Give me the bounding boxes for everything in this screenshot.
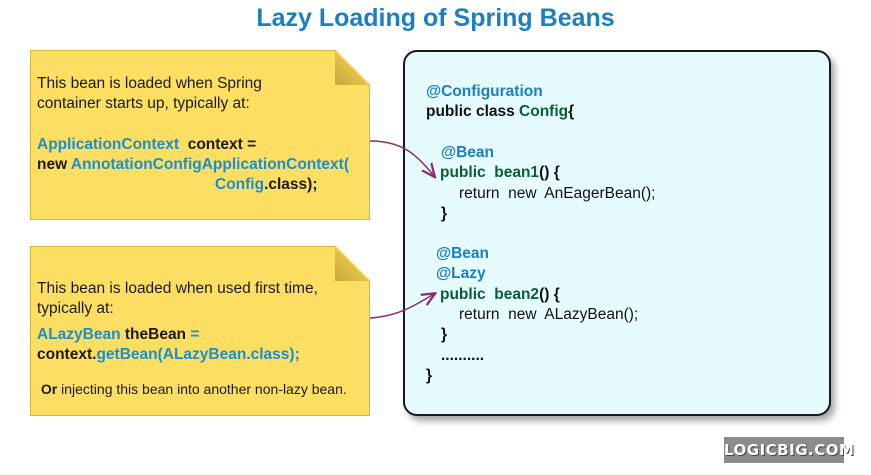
note2-code-arg: ALazyBean	[162, 346, 247, 363]
bean1-annotation: @Bean	[441, 144, 495, 161]
note2-code-arg-suffix: .class);	[246, 346, 300, 363]
note1-code-new: new	[37, 156, 68, 173]
eager-arrow	[369, 140, 434, 176]
class-decl-prefix: public class	[426, 103, 520, 120]
class-name: Config	[519, 103, 569, 120]
note1-intro-line1: This bean is loaded when Spring	[37, 75, 262, 92]
lazy-annotation: @Lazy	[436, 265, 486, 282]
note1-code-var: context =	[187, 136, 257, 153]
note2-footer: Or injecting this bean into another non-…	[37, 379, 347, 399]
bean2-signature: public bean2() {	[440, 285, 560, 305]
note2-code-eq: =	[190, 326, 200, 343]
class-close-brace: }	[426, 367, 433, 384]
bean2-body: return new ALazyBean();	[459, 306, 639, 323]
bean2-annotation: @Bean	[436, 245, 490, 262]
class-open-brace: {	[568, 103, 575, 120]
bean2-sig-kw: public bean2	[440, 286, 540, 303]
bean2-close-brace: }	[441, 326, 448, 343]
note2-footer-rest: injecting this bean into another non-laz…	[57, 381, 347, 397]
bean1-close-brace: }	[441, 205, 448, 222]
note2-intro-line2: typically at:	[37, 300, 114, 317]
bean1-signature: public bean1() {	[440, 163, 560, 183]
page-title: Lazy Loading of Spring Beans	[256, 4, 615, 32]
note1-code-class: AnnotationConfigApplicationContext(	[70, 156, 349, 173]
note2-code-ctx: context.	[37, 346, 97, 363]
note2-code-var: theBean	[124, 326, 187, 343]
config-code-box: @Configuration public class Config{ @Bea…	[403, 50, 831, 416]
note1-code-arg-suffix: .class);	[264, 176, 318, 193]
note2-code-line1: ALazyBean theBean =	[37, 325, 199, 345]
note2-intro-line1: This bean is loaded when used first time…	[37, 280, 318, 297]
note1-code-arg: Config	[215, 176, 265, 193]
bean2-sig-rest: () {	[539, 286, 560, 303]
note1-code-line3: Config.class);	[215, 175, 318, 195]
logicbig-logo: LOGICBIG.COM	[724, 437, 854, 463]
code-ellipsis: ..........	[441, 347, 485, 364]
bean1-sig-kw: public bean1	[440, 164, 540, 181]
bean1-sig-rest: () {	[539, 164, 560, 181]
bean1-body: return new AnEagerBean();	[459, 185, 656, 202]
note1-code-line1: ApplicationContext context =	[37, 135, 256, 155]
class-declaration: public class Config{	[426, 102, 574, 122]
note2-code-method: getBean(	[96, 346, 163, 363]
note1-code-type: ApplicationContext	[37, 136, 180, 153]
note2-footer-bold: Or	[40, 381, 58, 397]
annotation-configuration: @Configuration	[426, 83, 543, 100]
note1-intro-line2: container starts up, typically at:	[37, 95, 250, 112]
note1-code-line2: new AnnotationConfigApplicationContext(	[37, 155, 349, 175]
lazy-bean-note: This bean is loaded when used first time…	[30, 246, 370, 416]
lazy-arrow	[369, 294, 434, 319]
note2-code-type: ALazyBean	[37, 326, 121, 343]
eager-bean-note: This bean is loaded when Spring containe…	[30, 50, 370, 220]
note2-code-line2: context.getBean(ALazyBean.class);	[37, 345, 300, 365]
